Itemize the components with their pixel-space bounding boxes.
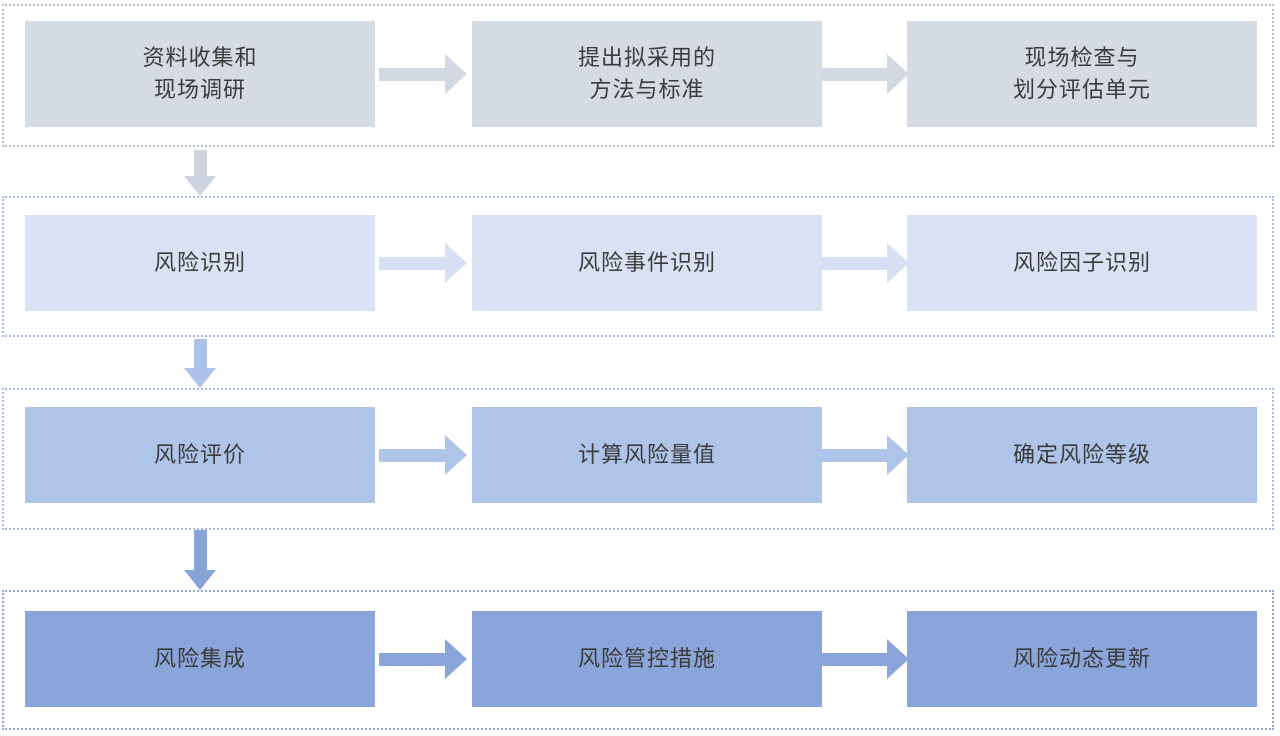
flow-step-risk-integration: 风险集成 <box>25 611 375 707</box>
arrow-head <box>184 176 216 196</box>
arrow-head <box>887 54 909 94</box>
arrow-head <box>887 639 909 679</box>
right-arrow-icon <box>821 54 909 94</box>
arrow-shaft <box>379 67 445 81</box>
arrow-shaft <box>379 448 445 462</box>
flow-step-risk-identification: 风险识别 <box>25 215 375 311</box>
arrow-head <box>184 570 216 590</box>
arrow-head <box>445 435 467 475</box>
flow-step-determine-risk-level: 确定风险等级 <box>907 407 1257 503</box>
right-arrow-icon <box>821 435 909 475</box>
arrow-head <box>445 54 467 94</box>
arrow-shaft <box>379 652 445 666</box>
arrow-shaft <box>193 530 207 571</box>
arrow-head <box>887 435 909 475</box>
right-arrow-icon <box>379 243 467 283</box>
right-arrow-icon <box>821 243 909 283</box>
flow-step-risk-control-measures: 风险管控措施 <box>472 611 822 707</box>
arrow-shaft <box>193 339 207 369</box>
stage-group-risk-identification: 风险识别 风险事件识别 风险因子识别 <box>2 196 1274 337</box>
down-arrow-icon <box>184 530 216 590</box>
flow-step-data-collection: 资料收集和 现场调研 <box>25 21 375 127</box>
arrow-shaft <box>821 448 887 462</box>
right-arrow-icon <box>821 639 909 679</box>
arrow-head <box>445 243 467 283</box>
down-arrow-icon <box>184 339 216 388</box>
flow-step-risk-event-identification: 风险事件识别 <box>472 215 822 311</box>
arrow-head <box>445 639 467 679</box>
arrow-head <box>184 368 216 388</box>
arrow-shaft <box>821 652 887 666</box>
right-arrow-icon <box>379 435 467 475</box>
right-arrow-icon <box>379 54 467 94</box>
right-arrow-icon <box>379 639 467 679</box>
stage-group-risk-integration: 风险集成 风险管控措施 风险动态更新 <box>2 590 1274 730</box>
stage-group-data-collection: 资料收集和 现场调研 提出拟采用的 方法与标准 现场检查与 划分评估单元 <box>2 4 1274 147</box>
flow-step-calculate-risk-value: 计算风险量值 <box>472 407 822 503</box>
flow-step-risk-factor-identification: 风险因子识别 <box>907 215 1257 311</box>
arrow-shaft <box>193 150 207 177</box>
arrow-shaft <box>821 67 887 81</box>
flow-step-methods-standards: 提出拟采用的 方法与标准 <box>472 21 822 127</box>
flow-step-risk-dynamic-update: 风险动态更新 <box>907 611 1257 707</box>
arrow-shaft <box>379 256 445 270</box>
down-arrow-icon <box>184 150 216 196</box>
flow-step-risk-evaluation: 风险评价 <box>25 407 375 503</box>
arrow-shaft <box>821 256 887 270</box>
stage-group-risk-evaluation: 风险评价 计算风险量值 确定风险等级 <box>2 388 1274 530</box>
flow-step-site-inspection: 现场检查与 划分评估单元 <box>907 21 1257 127</box>
arrow-head <box>887 243 909 283</box>
